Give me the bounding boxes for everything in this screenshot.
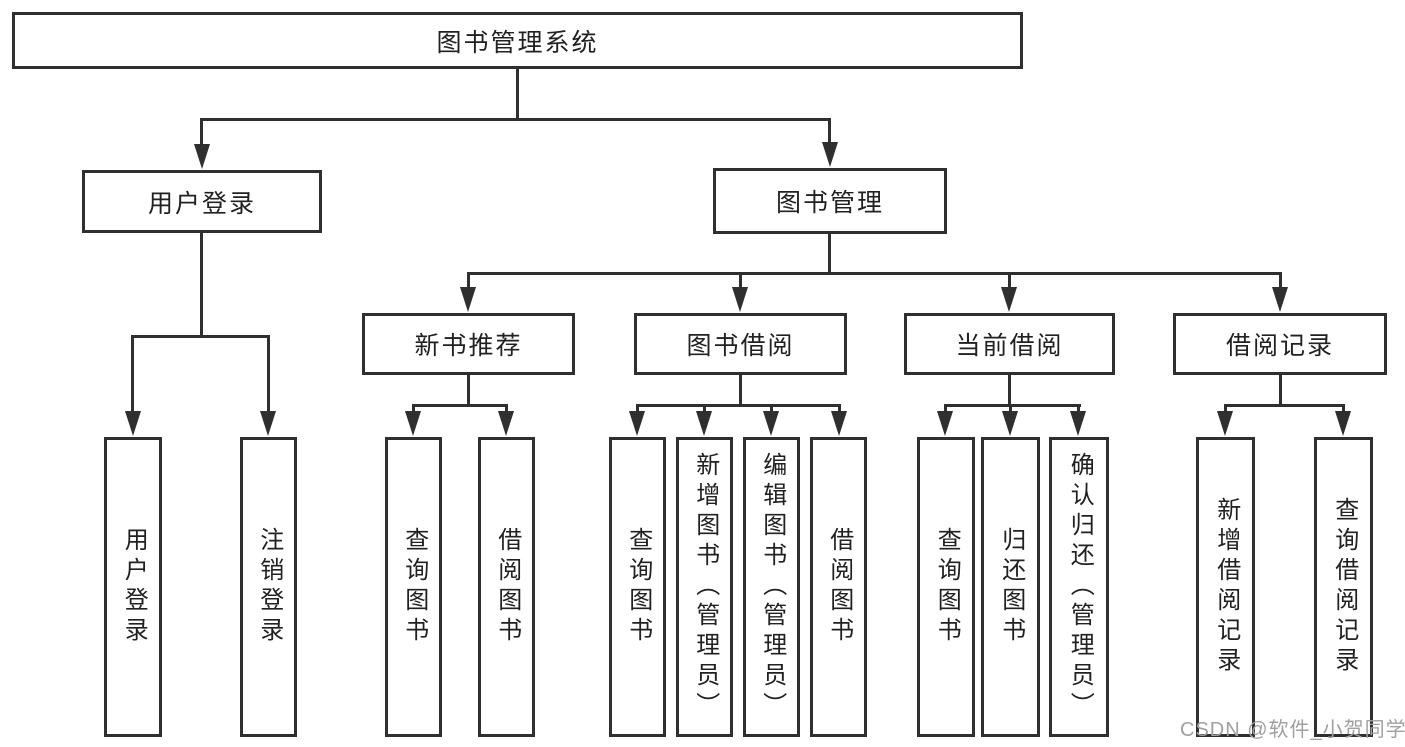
arrow-down-icon: [405, 411, 421, 436]
connector-stem-leaf: [770, 404, 773, 414]
connector-split-new-book: [412, 404, 508, 407]
arrow-down-icon: [831, 411, 847, 436]
connector-split-current-borrow: [944, 404, 1081, 407]
connector-stem-level3: [1279, 272, 1282, 291]
leaf-add-books-admin: 新增图书（管理员）: [676, 437, 733, 737]
arrow-down-icon: [937, 411, 953, 436]
leaf-user-login: 用户登录: [104, 437, 162, 737]
connector-stem-leaf: [505, 404, 508, 414]
arrow-down-icon: [1272, 287, 1288, 312]
leaf-confirm-return-admin: 确认归还（管理员）: [1049, 437, 1109, 737]
connector-stem-leaf: [1077, 404, 1080, 414]
connector-trunk-current-borrow: [1008, 375, 1011, 407]
leaf-add-borrow-record: 新增借阅记录: [1196, 437, 1255, 737]
connector-split-level2: [200, 118, 831, 121]
leaf-query-books-current: 查询图书: [917, 437, 975, 737]
connector-split-user-login: [131, 335, 270, 338]
arrow-down-icon: [696, 411, 712, 436]
connector-book-mgmt-trunk: [828, 234, 831, 275]
leaf-logout: 注销登录: [240, 437, 297, 737]
connector-trunk-borrow-records: [1279, 375, 1282, 407]
connector-root-trunk: [516, 69, 519, 121]
connector-split-borrow-records: [1224, 404, 1345, 407]
connector-stem-leaf: [838, 404, 841, 414]
connector-stem-leaf: [412, 404, 415, 414]
arrow-down-icon: [763, 411, 779, 436]
connector-stem-leaf: [1009, 404, 1012, 414]
arrow-down-icon: [498, 411, 514, 436]
connector-split-book-borrow: [636, 404, 840, 407]
connector-stem-leaf: [703, 404, 706, 414]
connector-stem-leaf: [636, 404, 639, 414]
connector-stem-leaf: [131, 335, 134, 415]
connector-stem-level3: [1008, 272, 1011, 291]
connector-stem-level3: [467, 272, 470, 291]
connector-split-level3: [467, 272, 1282, 275]
leaf-return-books: 归还图书: [981, 437, 1040, 737]
connector-user-login-trunk: [200, 233, 203, 337]
connector-stem-leaf: [1342, 404, 1345, 414]
node-book-management: 图书管理: [713, 168, 947, 234]
leaf-borrow-books-rec: 借阅图书: [478, 437, 535, 737]
arrow-down-icon: [1070, 411, 1086, 436]
node-library-system: 图书管理系统: [12, 12, 1023, 69]
leaf-borrow-books: 借阅图书: [810, 437, 867, 737]
arrow-down-icon: [194, 144, 210, 169]
connector-stem-user-login: [200, 118, 203, 148]
node-book-borrowing: 图书借阅: [634, 313, 847, 375]
node-new-book-recommend: 新书推荐: [362, 313, 575, 375]
arrow-down-icon: [822, 142, 838, 167]
connector-stem-leaf: [1224, 404, 1227, 414]
arrow-down-icon: [125, 411, 141, 436]
watermark: CSDN @软件_小贺同学: [1180, 719, 1405, 741]
arrow-down-icon: [460, 287, 476, 312]
leaf-query-books-rec: 查询图书: [385, 437, 442, 737]
node-current-borrowing: 当前借阅: [904, 313, 1115, 375]
arrow-down-icon: [1335, 411, 1351, 436]
connector-stem-level3: [739, 272, 742, 291]
connector-trunk-new-book: [467, 375, 470, 407]
arrow-down-icon: [260, 411, 276, 436]
connector-trunk-book-borrow: [739, 375, 742, 407]
node-user-login: 用户登录: [82, 170, 322, 233]
connector-stem-leaf: [267, 335, 270, 415]
connector-stem-leaf: [944, 404, 947, 414]
leaf-query-borrow-record: 查询借阅记录: [1314, 437, 1373, 737]
node-borrowing-records: 借阅记录: [1173, 313, 1387, 375]
arrow-down-icon: [1217, 411, 1233, 436]
arrow-down-icon: [732, 287, 748, 312]
leaf-query-books-borrow: 查询图书: [609, 437, 666, 737]
arrow-down-icon: [1001, 287, 1017, 312]
arrow-down-icon: [629, 411, 645, 436]
leaf-edit-books-admin: 编辑图书（管理员）: [743, 437, 800, 737]
connector-stem-book-mgmt: [828, 118, 831, 148]
arrow-down-icon: [1002, 411, 1018, 436]
